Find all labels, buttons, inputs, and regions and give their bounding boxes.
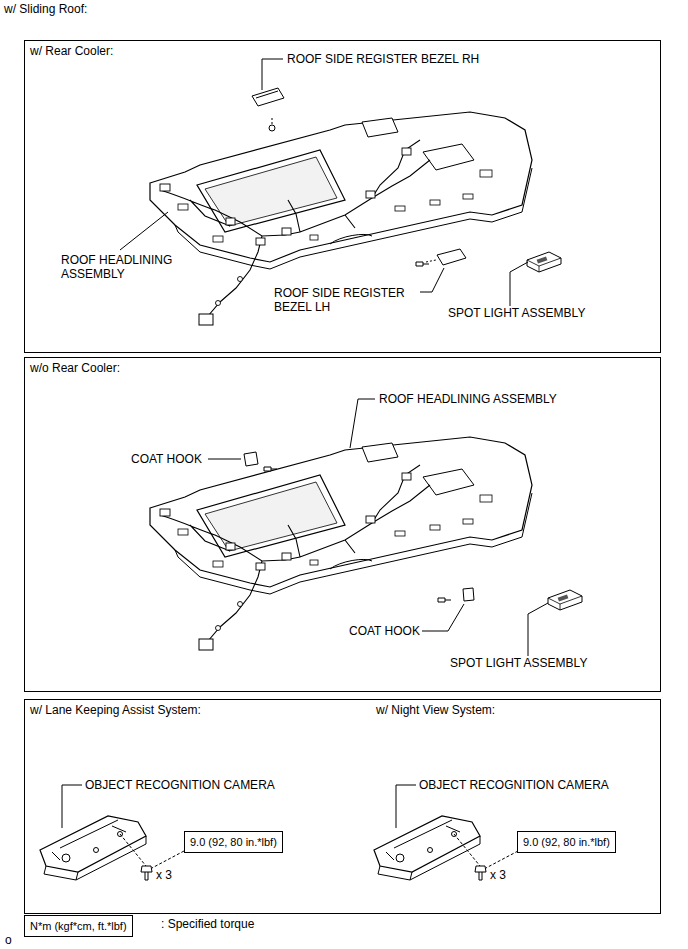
torque-value: 9.0 (92, 80 in.*lbf) — [190, 835, 277, 849]
part-name: COAT HOOK — [130, 452, 203, 466]
roof-headlining — [150, 437, 532, 650]
coat-hook — [438, 598, 451, 602]
coat-hook — [438, 588, 474, 602]
bezel-rh — [269, 125, 275, 131]
part-name: COAT HOOK — [348, 624, 421, 638]
illustration — [548, 590, 582, 610]
coat-hook — [463, 588, 474, 601]
part-name: SPOT LIGHT ASSEMBLY — [447, 306, 586, 320]
bezel-lh — [416, 262, 429, 266]
leader-line — [420, 268, 444, 292]
torque-value: N*m (kgf*cm, ft.*lbf) — [30, 919, 127, 933]
quantity: x 3 — [489, 868, 507, 882]
roof-headlining — [150, 112, 532, 325]
page-title: w/ Sliding Roof: — [3, 2, 88, 16]
leader-line — [422, 604, 464, 631]
part-name: ROOF HEADLINING ASSEMBLY — [378, 392, 558, 406]
bezel-lh — [416, 249, 466, 266]
part-name: SPOT LIGHT ASSEMBLY — [449, 656, 588, 670]
leader-line — [262, 59, 283, 90]
quantity: x 3 — [155, 868, 173, 882]
torque-value: 9.0 (92, 80 in.*lbf) — [523, 835, 610, 849]
camera-part — [374, 785, 518, 880]
part-name: OBJECT RECOGNITION CAMERA — [418, 778, 610, 792]
leader-line — [208, 459, 241, 460]
part-name: ROOF HEADLINING ASSEMBLY — [60, 253, 184, 281]
part-name: ROOF SIDE REGISTER BEZEL LH — [273, 286, 415, 314]
panel-heading: w/o Rear Cooler: — [30, 361, 120, 375]
panel-heading: w/ Night View System: — [376, 703, 495, 717]
illustration — [527, 252, 561, 272]
leader-line — [510, 262, 528, 306]
leader-line — [120, 212, 168, 250]
legend-box: N*m (kgf*cm, ft.*lbf) — [24, 915, 133, 937]
bezel-lh — [426, 260, 436, 262]
variant-panel: w/ Lane Keeping Assist System: w/ Night V… — [24, 699, 661, 914]
bezel-lh — [437, 249, 466, 265]
coat-hook — [244, 452, 258, 466]
panel-heading: w/ Rear Cooler: — [30, 44, 113, 58]
part-name: ROOF SIDE REGISTER BEZEL RH — [286, 52, 480, 66]
part-name: : Specified torque — [160, 917, 255, 931]
coat-hook — [244, 452, 277, 471]
torque-box: 9.0 (92, 80 in.*lbf) — [184, 831, 283, 853]
camera-part — [40, 785, 184, 880]
bezel-rh — [256, 91, 278, 98]
leader-line — [528, 603, 548, 656]
leader-line — [350, 399, 375, 448]
part-name: OBJECT RECOGNITION CAMERA — [84, 778, 276, 792]
variant-panel: w/o Rear Cooler: — [24, 357, 661, 692]
coat-hook — [264, 467, 277, 471]
bezel-rh — [252, 88, 284, 131]
torque-box: 9.0 (92, 80 in.*lbf) — [517, 831, 616, 853]
part-name: o — [4, 933, 13, 947]
panel-heading: w/ Lane Keeping Assist System: — [30, 703, 201, 717]
bezel-rh — [252, 88, 284, 106]
